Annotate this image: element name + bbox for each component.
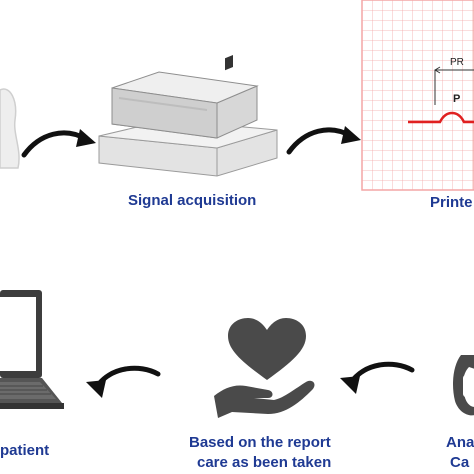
phone-icon <box>453 355 474 416</box>
patient-label: patient <box>0 442 50 459</box>
care-decision-line2: care as been taken <box>197 454 332 471</box>
heart-hand-icon <box>214 318 315 418</box>
curved-arrow-icon <box>86 365 161 398</box>
ecg-machine-icon <box>98 55 278 177</box>
care-decision-line1: Based on the report <box>189 434 331 451</box>
laptop-icon <box>0 290 64 409</box>
signal-acquisition-label: Signal acquisition <box>128 192 257 209</box>
curved-arrow-icon <box>21 129 96 158</box>
analysis-line1: Ana <box>446 434 474 451</box>
analysis-line2: Ca <box>450 454 470 471</box>
ecg-p-label: P <box>453 93 461 105</box>
patient-figure-icon <box>0 88 20 169</box>
ecg-paper-icon <box>361 0 474 191</box>
curved-arrow-icon <box>340 361 415 394</box>
printed-report-label: Printe <box>430 194 473 211</box>
ecg-pr-label: PR <box>450 57 464 68</box>
curved-arrow-icon <box>286 126 361 155</box>
